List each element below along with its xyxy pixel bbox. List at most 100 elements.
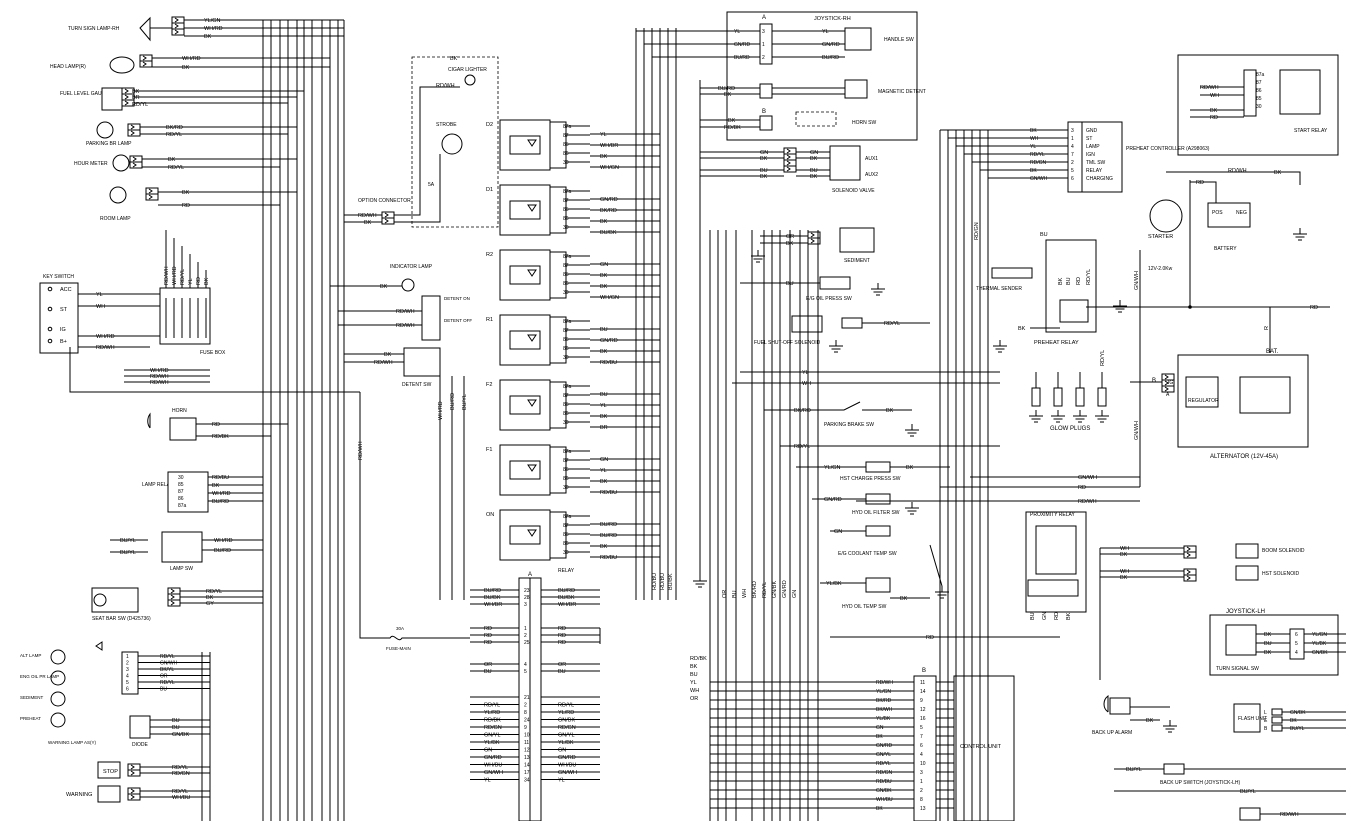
connector-pin xyxy=(170,588,175,594)
wire-label: BK xyxy=(1210,108,1218,114)
wire-label: RD/YL xyxy=(172,789,188,795)
fuel-gauge-label: FUEL LEVEL GAUGE xyxy=(60,91,109,97)
alternator-rectifier xyxy=(1239,376,1291,414)
relay-pin: 87 xyxy=(178,489,184,495)
wire-label: GN/WH xyxy=(558,770,577,776)
relay-pin: 87a xyxy=(563,189,572,195)
head-lamp-label: HEAD LAMP(R) xyxy=(50,64,86,70)
proximity-relay-label: PROXIMITY RELAY xyxy=(1030,512,1075,518)
wire-label: WH/BU xyxy=(484,763,502,769)
relay-pin: 87 xyxy=(563,393,569,399)
pin-number: 2 xyxy=(920,788,923,794)
wire-label: BU/YL xyxy=(1240,789,1256,795)
relay-pin: 87 xyxy=(563,523,569,529)
stop-lamp-box xyxy=(97,761,121,779)
sediment-sensor-box xyxy=(839,227,875,253)
wire-label: A xyxy=(1166,392,1170,398)
horn-sw-connector xyxy=(759,115,773,131)
horn-sw-symbol xyxy=(795,111,837,127)
wire-label: BK/RD xyxy=(876,698,892,704)
fuse-main-label: FUSE-MAIN xyxy=(386,646,411,651)
warning-lamp-symbol xyxy=(50,649,66,665)
relay-name: F2 xyxy=(486,382,492,388)
wire-label: RD xyxy=(182,203,190,209)
wire-label: YL/BK xyxy=(484,740,500,746)
wire-label: WH/RD xyxy=(438,401,444,420)
relay-connector xyxy=(549,251,567,299)
key-switch-box xyxy=(39,282,79,354)
wire-label: RD/YL xyxy=(1100,350,1106,366)
wire-label: WH xyxy=(742,589,748,598)
wire-label: RD/YL xyxy=(876,761,891,767)
wire-label: GN/RD xyxy=(558,755,576,761)
back-up-alarm-label: BACK UP ALARM xyxy=(1092,730,1132,736)
relay-name: D2 xyxy=(486,122,493,128)
warning-lamp-symbol xyxy=(50,712,66,728)
relay-diode xyxy=(527,529,537,537)
warning-lamp-label: ENG OIL PR LAMP xyxy=(20,674,59,679)
wire-label: BU/YL xyxy=(1126,767,1142,773)
wire-label: RD/YL xyxy=(484,703,500,709)
wire-label: WH/BR xyxy=(484,602,502,608)
pin-number: 1 xyxy=(524,626,527,632)
relay-diode xyxy=(527,464,537,472)
connector-pin xyxy=(130,788,135,794)
wire-label: YL/GN xyxy=(876,689,891,695)
wire-label: YL xyxy=(690,680,697,686)
wire-label: YL xyxy=(600,468,607,474)
wire-label: YL/BK xyxy=(558,740,574,746)
wire-label: RD/YL xyxy=(1030,152,1045,158)
wire-label: RD/GN xyxy=(484,725,502,731)
wire-label: BU/RD xyxy=(450,393,456,410)
wire-label: BK xyxy=(600,349,608,355)
hst-solenoid-label: HST SOLENOID xyxy=(1262,571,1300,577)
wire-label: BU xyxy=(732,590,738,598)
wire-label: YL xyxy=(484,778,491,784)
connector-pin xyxy=(1186,569,1191,575)
relay-box xyxy=(499,509,551,561)
wire-label: RD/WH xyxy=(1228,168,1247,174)
wire-label: GN/YL xyxy=(484,733,501,739)
pin-number: 3 xyxy=(126,667,129,673)
relay-coil xyxy=(509,265,541,285)
wire-label: RD/BK xyxy=(212,434,229,440)
wire-label: BK xyxy=(450,56,458,62)
flash-unit-label: FLASH UNIT xyxy=(1238,716,1267,722)
wire-label: BU xyxy=(1066,277,1072,285)
room-lamp-symbol xyxy=(109,186,127,204)
pin-number: 11 xyxy=(920,680,925,686)
wire-label: BK xyxy=(690,664,698,670)
wire-label: RD/YL xyxy=(180,269,186,285)
wire-label: OR xyxy=(722,590,728,598)
relay-coil xyxy=(509,525,541,545)
coolant-temp-sw-symbol xyxy=(865,525,891,537)
wire-label: RD/WH xyxy=(396,309,415,315)
pin-number: 17 xyxy=(524,770,530,776)
pin-number: 3 xyxy=(920,770,923,776)
wire-label: BK xyxy=(1264,650,1272,656)
wire-label: GN/BK xyxy=(772,581,778,598)
wire-label: R xyxy=(1264,326,1270,330)
pin-number: 4 xyxy=(1295,650,1298,656)
pin-number: 1 xyxy=(126,654,129,660)
connector-pin xyxy=(130,764,135,770)
connector-pin xyxy=(174,17,179,23)
relay-box xyxy=(499,119,551,171)
connector-pin xyxy=(174,29,179,35)
relay-pin: 30 xyxy=(1256,104,1262,110)
wire-label: WH/GN xyxy=(600,165,619,171)
relay-pin: 86 xyxy=(563,476,569,482)
solenoid-valve-label: SOLENOID VALVE xyxy=(832,188,875,194)
hst-solenoid-symbol xyxy=(1235,565,1259,581)
relay-connector xyxy=(549,381,567,429)
wire-label: BR xyxy=(132,95,140,101)
ground-symbol xyxy=(905,424,919,437)
pin-number: 5 xyxy=(524,669,527,675)
connector-pin xyxy=(786,154,791,160)
connector-pin xyxy=(170,594,175,600)
wire-label: BU/RD xyxy=(734,55,750,61)
relay-pin: 86 xyxy=(563,541,569,547)
control-unit-label: CONTROL UNIT xyxy=(960,744,1002,750)
preheat-controller-box xyxy=(1081,121,1123,193)
wire-label: BU/RD xyxy=(718,86,735,92)
